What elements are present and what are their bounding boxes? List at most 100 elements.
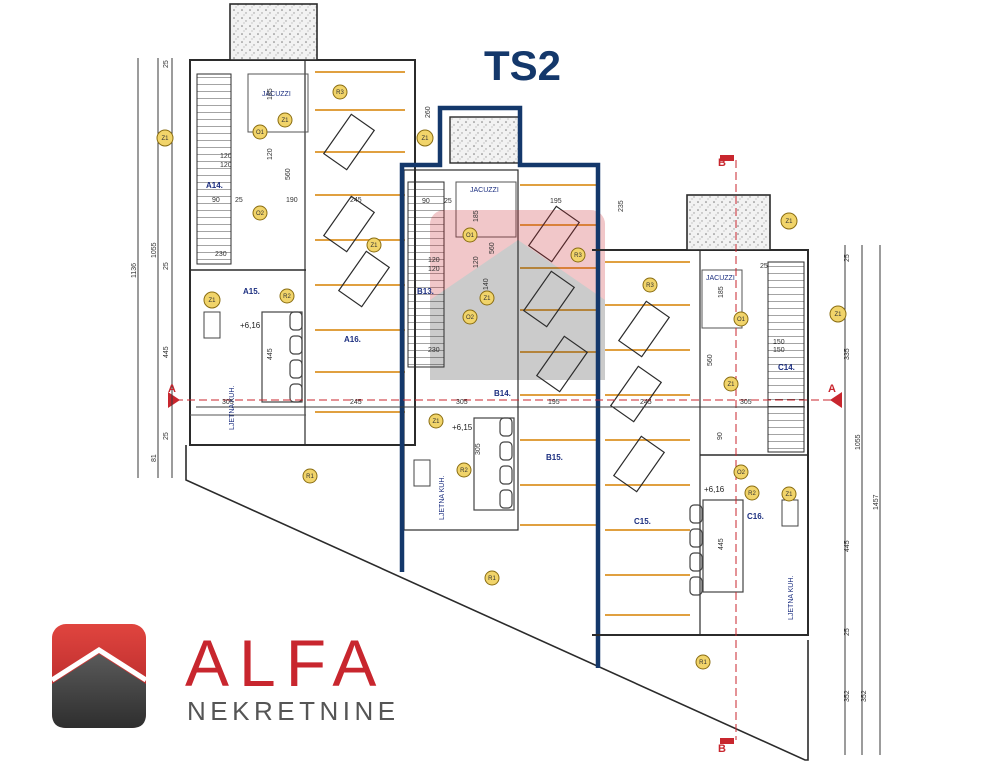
dim-label: 260: [425, 106, 432, 118]
unit-b: [399, 105, 605, 668]
dim-label: 560: [285, 168, 292, 180]
dim-label: 445: [163, 346, 170, 358]
room-label-c16: C16.: [747, 512, 764, 521]
unit-b-counter: [473, 417, 515, 511]
dim-label: 1055: [855, 434, 862, 450]
unit-c-terrace-box: [686, 194, 771, 251]
tag-r2: R2: [283, 294, 291, 300]
unit-a-stairs: [196, 73, 232, 265]
room-label-b15: B15.: [546, 453, 563, 462]
room-label-a15: A15.: [243, 287, 260, 296]
unit-b-terrace-box: [449, 116, 520, 164]
dim-label: 120: [473, 256, 480, 268]
dim-label: 185: [267, 88, 274, 100]
dim-label: 120: [220, 162, 232, 169]
tag-o2: O2: [737, 470, 746, 476]
tag-z1: Z1: [208, 298, 216, 304]
tag-circles: [156, 84, 847, 670]
unit-a: [189, 3, 416, 446]
unit-c-stools: [689, 504, 703, 596]
dim-label: 1457: [873, 494, 880, 510]
unit-c-stairs: [767, 261, 805, 453]
unit-b-stairs: [407, 181, 445, 368]
unit-a-loungers: [322, 113, 391, 308]
tag-r1: R1: [699, 660, 707, 666]
room-label-a14: A14.: [206, 181, 223, 190]
section-letter-b-top: B: [718, 157, 726, 169]
dim-label: 140: [483, 278, 490, 290]
section-letter-a-right: A: [828, 383, 836, 395]
unit-c-sink: [781, 499, 799, 527]
tag-o2: O2: [466, 315, 475, 321]
level-mark-c: +6,16: [704, 485, 725, 494]
room-label-c14: C14.: [778, 363, 795, 372]
dim-label: 560: [707, 354, 714, 366]
dim-label: 445: [718, 538, 725, 550]
tag-r3: R3: [574, 253, 582, 259]
tag-z1: Z1: [281, 118, 289, 124]
dim-label: 352: [861, 690, 868, 702]
dim-label: 235: [618, 200, 625, 212]
tag-r3: R3: [646, 283, 654, 289]
dim-label: 90: [212, 197, 220, 204]
dim-label: 445: [267, 348, 274, 360]
tag-z1: Z1: [834, 312, 842, 318]
unit-b-jacuzzi: [455, 181, 517, 238]
dim-label: 305: [475, 443, 482, 455]
dim-label: 352: [844, 690, 851, 702]
dim-label: 445: [844, 540, 851, 552]
section-letter-a-left: A: [168, 383, 176, 395]
tag-z1: Z1: [421, 136, 429, 142]
dim-label: 90: [422, 198, 430, 205]
dim-label: 245: [350, 197, 362, 204]
level-mark-a: +6,16: [240, 321, 261, 330]
tag-o2: O2: [256, 211, 265, 217]
room-label-c15: C15.: [634, 517, 651, 526]
dim-label: 25: [844, 628, 851, 636]
dim-label: 195: [550, 198, 562, 205]
tag-o1: O1: [466, 233, 475, 239]
dim-label: 185: [718, 286, 725, 298]
dim-label: 305: [456, 399, 468, 406]
tag-z1: Z1: [370, 243, 378, 249]
dim-label: 150: [773, 339, 785, 346]
brand-tagline: NEKRETNINE: [187, 696, 400, 726]
dim-label: 1136: [131, 263, 138, 278]
ts2-highlight-outline: [399, 105, 601, 668]
unit-a-counter: [261, 311, 303, 403]
unit-c: [592, 194, 809, 636]
tag-r2: R2: [748, 491, 756, 497]
jacuzzi-label-c: JACUZZI: [706, 275, 735, 282]
dim-label: 81: [151, 454, 158, 462]
unit-b-stools: [499, 417, 513, 509]
tag-z1: Z1: [161, 136, 169, 142]
dim-label: 90: [717, 432, 724, 440]
dim-label: 335: [844, 348, 851, 360]
tag-r2: R2: [460, 468, 468, 474]
dim-label: 25: [163, 262, 170, 270]
dim-label: 1055: [151, 242, 158, 258]
dim-label: 245: [640, 399, 652, 406]
dim-label: 25: [163, 60, 170, 68]
tag-z1: Z1: [785, 492, 793, 498]
dim-label: 120: [428, 257, 440, 264]
dim-label: 245: [350, 399, 362, 406]
dim-label: 120: [267, 148, 274, 160]
unit-c-counter: [702, 499, 744, 593]
tag-z1: Z1: [727, 382, 735, 388]
jacuzzi-label-b: JACUZZI: [470, 187, 499, 194]
unit-c-jacuzzi: [701, 269, 743, 329]
dim-label: 120: [220, 153, 232, 160]
jacuzzi-label-a: JACUZZI: [262, 91, 291, 98]
unit-b-sink: [413, 459, 431, 487]
tag-z1: Z1: [432, 419, 440, 425]
watermark-logo: [430, 210, 605, 380]
dim-label: 120: [428, 266, 440, 273]
dim-label: 25: [760, 263, 768, 270]
brand-logo: ALFA NEKRETNINE: [50, 622, 395, 732]
unit-a-terrace-box: [229, 3, 318, 61]
kitchen-label-c: LJETNA KUH.: [788, 576, 795, 620]
dim-label: 25: [235, 197, 243, 204]
dimension-lines: [137, 58, 881, 755]
